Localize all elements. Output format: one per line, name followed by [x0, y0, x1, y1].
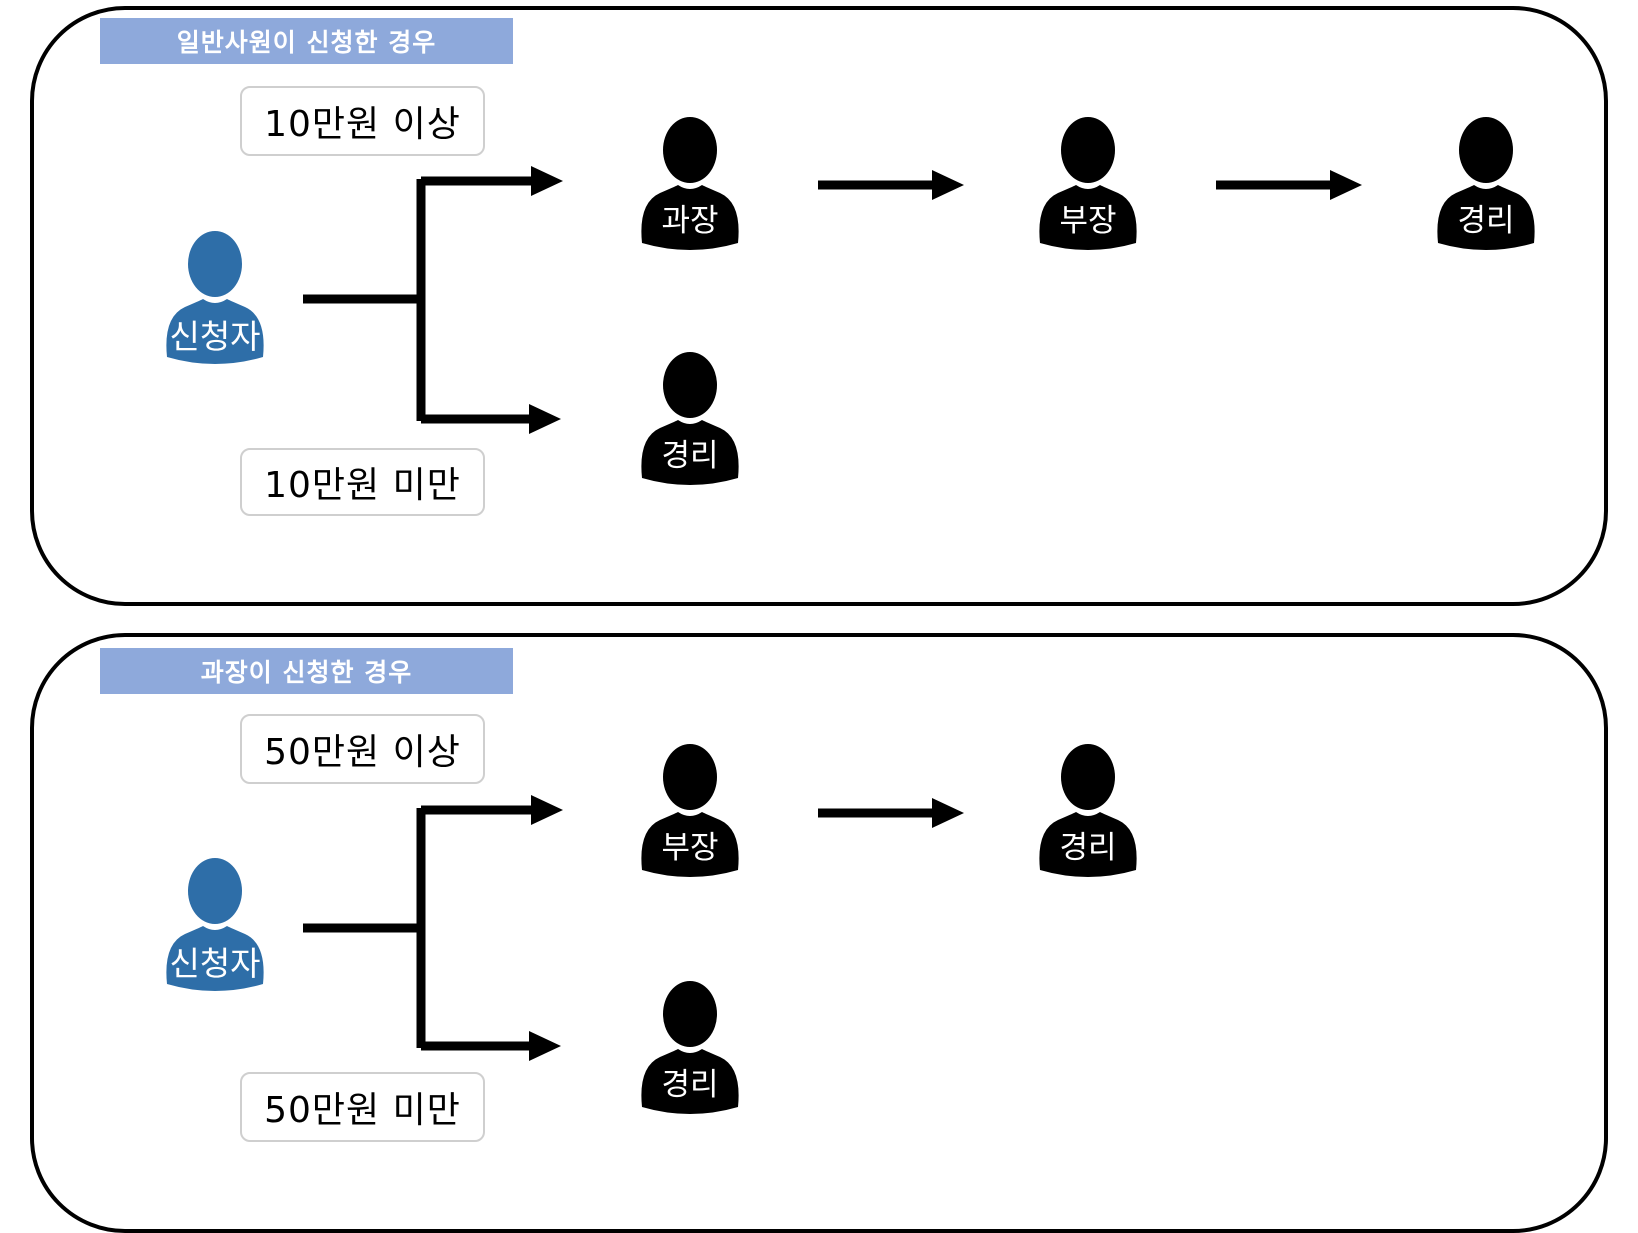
- approver-label: 경리: [1059, 830, 1117, 866]
- person-icon: [641, 744, 739, 877]
- arrowhead: [1330, 170, 1362, 200]
- arrowhead: [932, 798, 964, 828]
- approver-label: 부장: [1059, 203, 1117, 239]
- approver-label: 부장: [661, 830, 719, 866]
- approver-person: 부장: [1036, 117, 1140, 253]
- approver-label: 과장: [661, 203, 719, 239]
- approver-label: 경리: [1457, 203, 1515, 239]
- condition-upper: 10만원 이상: [240, 86, 485, 156]
- applicant-person: 신청자: [163, 231, 267, 367]
- approver-person: 경리: [638, 981, 742, 1117]
- approver-person: 경리: [1036, 744, 1140, 880]
- approver-person: 경리: [1434, 117, 1538, 253]
- arrowhead: [529, 404, 561, 434]
- arrowhead: [932, 170, 964, 200]
- condition-lower: 50만원 미만: [240, 1072, 485, 1142]
- arrowhead: [531, 166, 563, 196]
- person-icon: [1039, 744, 1137, 877]
- panel-tag: 과장이 신청한 경우: [100, 648, 513, 694]
- approver-person: 경리: [638, 352, 742, 488]
- approver-label: 경리: [661, 438, 719, 474]
- approver-label: 경리: [661, 1067, 719, 1103]
- panel-tag: 일반사원이 신청한 경우: [100, 18, 513, 64]
- person-icon: [166, 231, 264, 364]
- person-icon: [641, 981, 739, 1114]
- approver-person: 부장: [638, 744, 742, 880]
- person-icon: [641, 117, 739, 250]
- applicant-label: 신청자: [169, 944, 261, 983]
- arrowhead: [529, 1031, 561, 1061]
- person-icon: [166, 858, 264, 991]
- applicant-label: 신청자: [169, 317, 261, 356]
- arrowhead: [531, 795, 563, 825]
- person-icon: [1437, 117, 1535, 250]
- person-icon: [1039, 117, 1137, 250]
- applicant-person: 신청자: [163, 858, 267, 994]
- person-icon: [641, 352, 739, 485]
- condition-upper: 50만원 이상: [240, 714, 485, 784]
- condition-lower: 10만원 미만: [240, 448, 485, 516]
- approver-person: 과장: [638, 117, 742, 253]
